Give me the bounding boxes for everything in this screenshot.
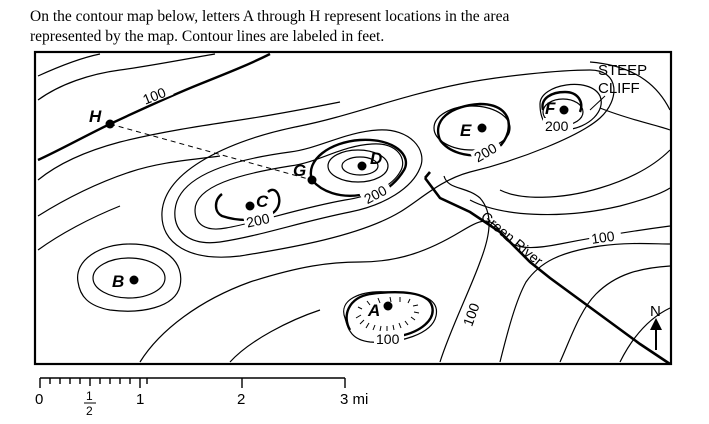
contour-label-100-a: 100 [376,331,400,347]
contour-label-100-low: 100 [460,301,483,329]
label-d: D [370,149,382,168]
contour-line [37,155,221,217]
point-h [105,119,115,129]
label-h: H [89,107,102,126]
contour-line [469,187,671,216]
scale-tick-0: 0 [35,391,43,408]
contour-line [37,53,101,77]
contour-label-200-f: 200 [545,118,569,134]
point-g [307,175,317,185]
contour-line [439,175,490,363]
point-a [383,301,393,311]
location-labels: H G D C B A E F [89,99,556,320]
label-a: A [367,301,380,320]
index-contour-200-f [541,90,583,113]
contour-line [499,242,671,363]
question-line-1: On the contour map below, letters A thro… [30,8,510,25]
contour-line [92,257,166,299]
label-g: G [293,161,306,180]
contour-line [139,220,671,363]
contour-line [161,69,615,258]
point-b [129,275,139,285]
scale-tick-1: 1 [136,391,144,408]
steep-cliff-label-1: STEEP [598,62,647,79]
contour-line [499,149,671,198]
map-frame [33,50,673,366]
steep-cliff-label-2: CLIFF [598,80,640,97]
point-f [559,105,569,115]
contour-line [77,243,182,312]
point-c [245,201,255,211]
depression-hachures [355,296,420,332]
index-contour-200-d [309,138,407,197]
north-arrow-icon [650,318,662,330]
label-f: F [545,99,556,118]
question-line-2: represented by the map. Contour lines ar… [30,28,385,45]
contour-line [619,307,671,363]
contour-line [343,291,438,343]
contour-line [341,156,379,176]
contour-line [37,101,341,181]
river-source [424,171,431,179]
scale-bar [39,377,346,388]
index-contour-200-e-lower [439,139,476,157]
contour-line [589,61,671,111]
contour-line [559,265,671,363]
location-points [105,105,569,311]
river-label: Green River [478,208,546,269]
index-contour-100-a [345,291,434,338]
scale-tick-half-den: 2 [86,404,93,418]
point-d [357,161,367,171]
contour-line [599,107,671,131]
question-text: On the contour map below, letters A thro… [30,7,690,47]
contour-line [229,309,321,363]
contour-line [194,143,404,230]
label-b: B [112,272,124,291]
label-c: C [256,192,269,211]
contour-line [37,205,121,251]
contour-line [327,149,389,183]
point-e [477,123,487,133]
steep-cliff-leader [589,95,606,111]
contour-label-200-c: 200 [245,210,271,231]
contour-line [174,129,423,244]
north-label: N [650,303,661,320]
index-contours [37,52,583,338]
index-contour-100 [37,52,271,162]
contour-lines [37,53,671,363]
scale-tick-half-num: 1 [86,389,93,403]
green-river [423,177,671,366]
dashed-profile-line [109,123,313,181]
label-e: E [460,121,472,140]
contour-label-100-right: 100 [590,228,616,247]
scale-tick-3: 3 mi [340,391,368,408]
scale-tick-2: 2 [237,391,245,408]
contour-line [37,53,216,101]
